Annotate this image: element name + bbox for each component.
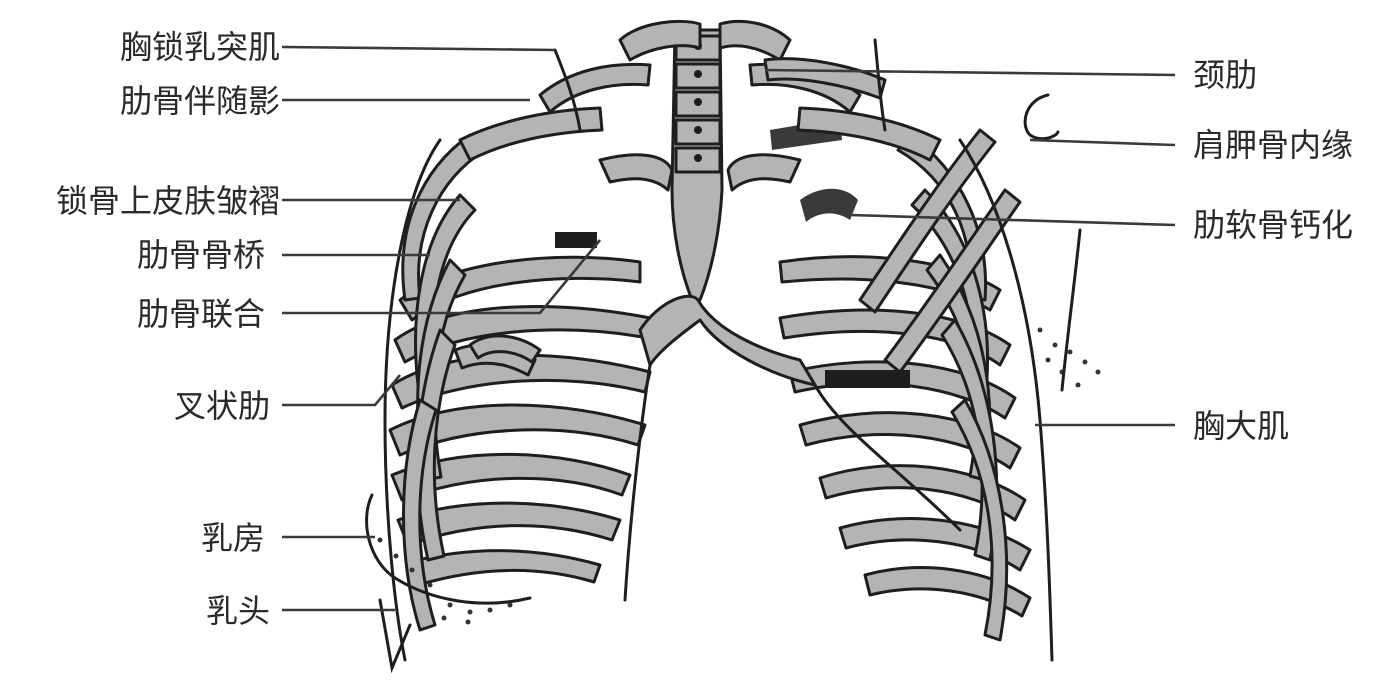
left-ribs [367,135,650,668]
label-bifid-rib: 叉状肋 [174,387,270,425]
label-scapula-medial-border: 肩胛骨内缘 [1193,126,1353,164]
label-sternocleidomastoid: 胸锁乳突肌 [120,28,280,66]
label-breast: 乳房 [201,519,265,557]
labels-right: 颈肋 肩胛骨内缘 肋软骨钙化 胸大肌 [1193,56,1353,445]
label-nipple: 乳头 [206,592,270,630]
label-rib-bridge: 肋骨骨桥 [137,236,265,274]
leader-bifid [282,375,400,405]
ribcage-illustration [367,21,1101,668]
label-pectoralis-major: 胸大肌 [1193,407,1289,445]
labels-left: 胸锁乳突肌 肋骨伴随影 锁骨上皮肤皱褶 肋骨骨桥 肋骨联合 叉状肋 乳房 乳头 [56,28,280,630]
label-rib-fusion: 肋骨联合 [137,295,265,333]
right-ribs [770,95,1101,660]
leader-cartilage [850,215,1175,225]
leader-scm [282,47,555,50]
label-rib-companion-shadow: 肋骨伴随影 [120,82,280,120]
leader-scapula [1030,140,1175,145]
label-supraclavicular-skin-fold: 锁骨上皮肤皱褶 [56,182,280,220]
label-cervical-rib: 颈肋 [1193,56,1257,94]
label-costal-cartilage-calcification: 肋软骨钙化 [1193,206,1353,244]
